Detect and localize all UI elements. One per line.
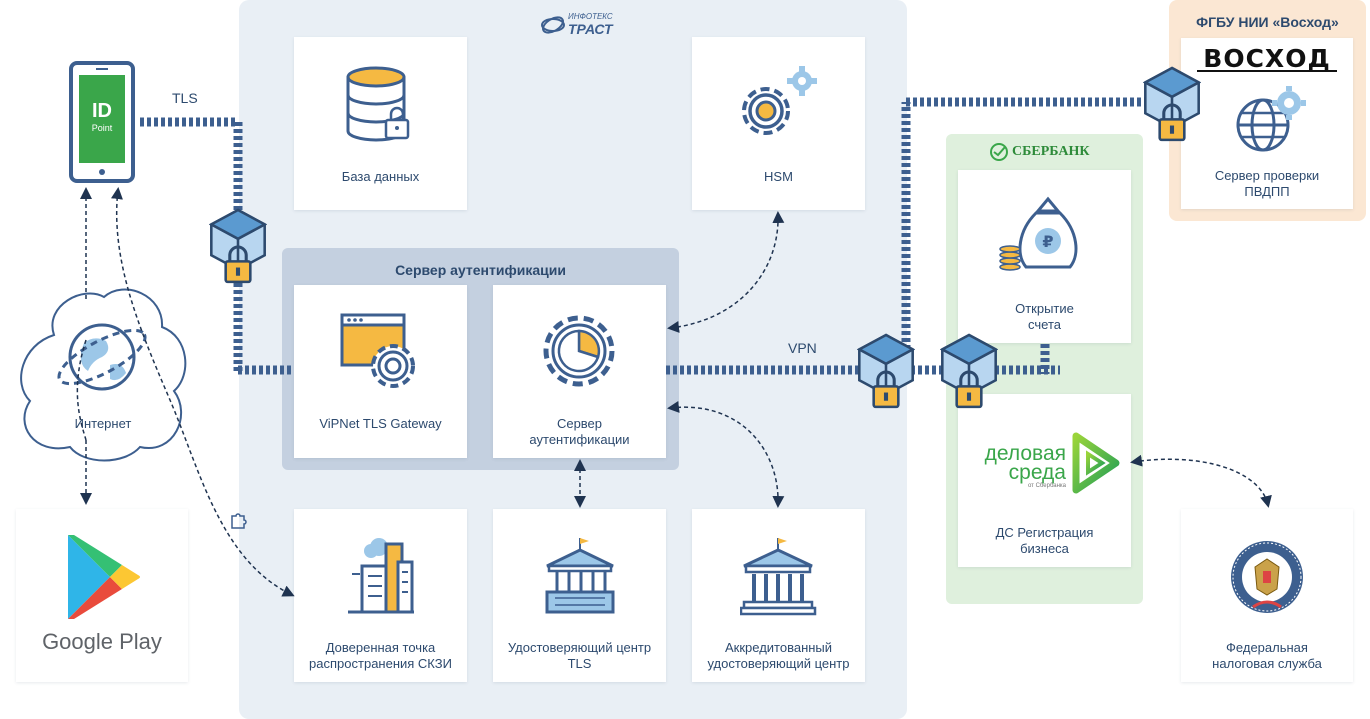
infotecs-trust-logo: ИНФОТЕКС ТРАСТ [540, 10, 620, 40]
gateway-label: ViPNet TLS Gateway [319, 416, 442, 431]
id-point-app-title: ID [92, 100, 112, 122]
ca-tls-label: Удостоверяющий центр TLS [507, 640, 652, 671]
ds-registration-card[interactable]: деловая среда от Сбербанка ДС Регистраци… [958, 394, 1131, 567]
smartphone-frame-icon [69, 61, 135, 183]
sberbank-logo-icon [990, 143, 1008, 161]
database-label: База данных [341, 169, 420, 184]
phone-to-trusted-point-arrow [111, 187, 295, 597]
globe-gear-icon [1236, 86, 1306, 152]
delovaya-sreda-line1: деловая [984, 442, 1066, 465]
svg-text:₽: ₽ [1042, 232, 1053, 251]
voskhod-server-label: Сервер проверки ПВДПП [1214, 168, 1320, 199]
internet-loop-arrow [76, 339, 87, 441]
auth-server-label: Сервер аутентификации [529, 416, 630, 447]
ds-tax-arrow [1130, 454, 1272, 508]
hsm-label: HSM [764, 169, 793, 184]
delovaya-sreda-logo-text: деловая среда от Сбербанка [966, 442, 1066, 490]
sberbank-logo: СБЕРБАНК [990, 143, 1110, 163]
ds-registration-label: ДС Регистрация бизнеса [995, 525, 1094, 556]
google-play-label: Google Play [42, 629, 162, 654]
smartphone[interactable]: ID Point [69, 61, 135, 183]
google-play-card[interactable]: Google Play [16, 509, 188, 682]
auth-accredited-arrow [667, 401, 785, 508]
money-bag-icon: ₽ [999, 196, 1078, 271]
bank-building-icon [740, 538, 817, 616]
voskhod-server-card[interactable]: ВОСХОД Сервер проверки ПВДПП [1181, 38, 1353, 209]
auth-hsm-arrow [667, 211, 785, 333]
lock-cube-icon [940, 333, 998, 409]
trusted-point-label: Доверенная точка распространения СКЗИ [309, 640, 452, 671]
infotecs-logo-big: ТРАСТ [568, 21, 613, 37]
auth-server-card[interactable]: Сервер аутентификации [493, 285, 666, 458]
open-account-card[interactable]: ₽ Открытие счета [958, 170, 1131, 343]
gear-pie-icon [543, 315, 615, 387]
hsm-card[interactable]: HSM [692, 37, 865, 210]
infotecs-logo-small: ИНФОТЕКС [568, 12, 613, 21]
database-icon [346, 66, 410, 142]
puzzle-icon [231, 513, 247, 529]
tax-service-label: Федеральная налоговая служба [1212, 640, 1322, 671]
infotecs-logo-icon [541, 16, 565, 34]
gears-icon [742, 66, 817, 135]
sberbank-logo-text: СБЕРБАНК [1012, 144, 1090, 159]
delovaya-sreda-play-icon [1072, 432, 1120, 494]
lock-cube-icon [1143, 66, 1201, 142]
trusted-point-card[interactable]: Доверенная точка распространения СКЗИ [294, 509, 467, 682]
gateway-card[interactable]: ViPNet TLS Gateway [294, 285, 467, 458]
google-play-icon [68, 535, 140, 619]
delovaya-sreda-line3: от Сбербанка [1027, 483, 1066, 489]
voskhod-logo: ВОСХОД [1203, 44, 1331, 73]
accredited-ca-card[interactable]: Аккредитованный удостоверяющий центр [692, 509, 865, 682]
tax-service-emblem-icon [1231, 541, 1303, 613]
browser-gear-icon [340, 313, 415, 388]
buildings-icon [348, 538, 414, 614]
voskhod-logo-underline [1197, 70, 1337, 72]
vpn-connection-label: VPN [788, 340, 817, 356]
ca-building-icon [545, 538, 615, 614]
voskhod-title: ФГБУ НИИ «Восход» [1196, 14, 1339, 30]
lock-cube-icon [209, 208, 267, 284]
database-card[interactable]: База данных [294, 37, 467, 210]
delovaya-sreda-line2: среда [1008, 461, 1066, 484]
tax-service-card[interactable]: Федеральная налоговая служба [1181, 509, 1353, 682]
auth-server-group-title: Сервер аутентификации [395, 262, 566, 278]
open-account-label: Открытие счета [1015, 301, 1074, 332]
lock-cube-icon [857, 333, 915, 409]
tls-connection-label: TLS [172, 90, 198, 106]
accredited-ca-label: Аккредитованный удостоверяющий центр [707, 640, 850, 671]
ca-tls-card[interactable]: Удостоверяющий центр TLS [493, 509, 666, 682]
id-point-app-subtitle: Point [91, 123, 113, 133]
